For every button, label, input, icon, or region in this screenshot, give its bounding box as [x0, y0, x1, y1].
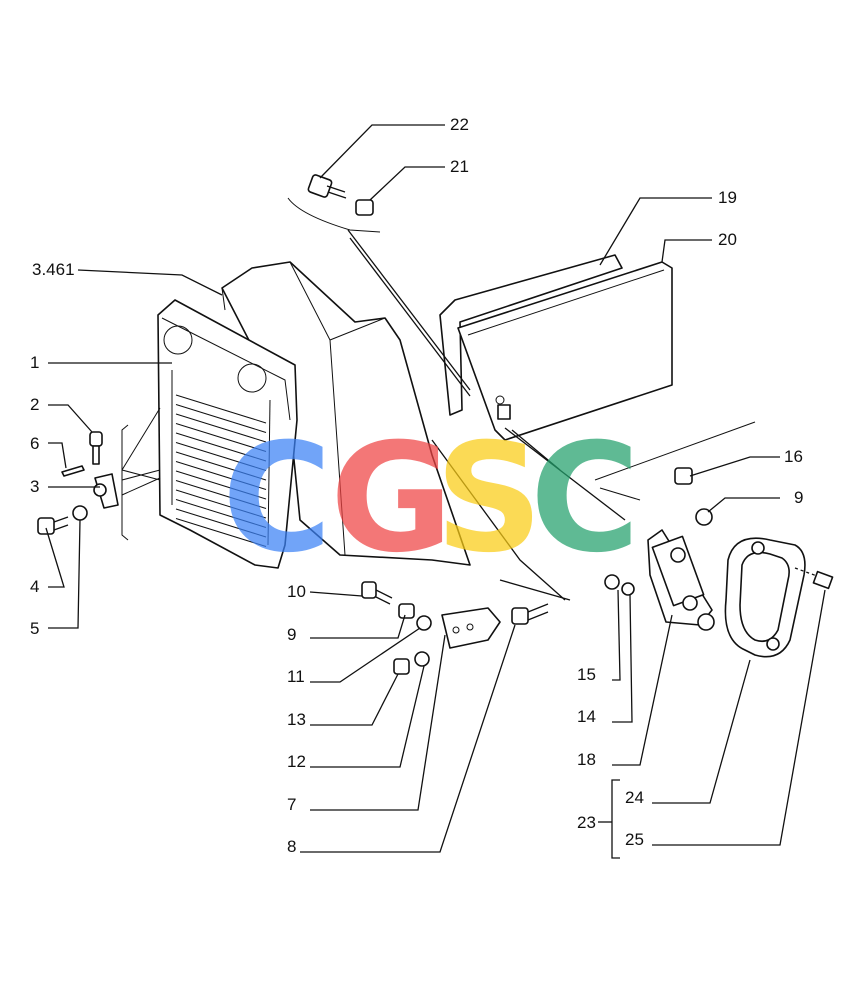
watermark-letter-c1: C	[222, 412, 332, 586]
callout-9-left: 9	[287, 625, 296, 644]
watermark-letter-g: G	[330, 412, 453, 586]
watermark-letter-s: S	[435, 412, 543, 586]
grille-panel	[157, 299, 298, 569]
callout-2: 2	[30, 395, 39, 414]
callout-4: 4	[30, 577, 39, 596]
callout-14: 14	[577, 707, 596, 726]
callout-20: 20	[718, 230, 737, 249]
callout-25: 25	[625, 830, 644, 849]
callout-1: 1	[30, 353, 39, 372]
watermark-logo: C G S C	[222, 412, 640, 586]
grille-slat	[175, 404, 267, 433]
callout-labels: 3.461 1 2 6 3 4 5 22 21 19 20 16 9 10 9 …	[30, 115, 803, 856]
callout-19: 19	[718, 188, 737, 207]
grille-slat	[175, 394, 267, 424]
callout-3: 3	[30, 477, 39, 496]
callout-23: 23	[577, 813, 596, 832]
callout-10: 10	[287, 582, 306, 601]
callout-21: 21	[450, 157, 469, 176]
grille-slats	[175, 394, 267, 547]
callout-11: 11	[287, 667, 305, 686]
callout-5: 5	[30, 619, 39, 638]
grille-slat	[175, 461, 267, 490]
callout-22: 22	[450, 115, 469, 134]
hardware	[37, 174, 713, 675]
grille-slat	[175, 489, 267, 519]
callout-8: 8	[287, 837, 296, 856]
callout-3461: 3.461	[32, 260, 75, 279]
hood-cover	[221, 261, 471, 566]
grille-slat	[175, 518, 267, 547]
callout-15: 15	[577, 665, 596, 684]
grille-slat	[175, 432, 267, 462]
grille-slat	[175, 470, 267, 500]
grille-slat	[175, 499, 267, 528]
callout-6: 6	[30, 434, 39, 453]
grille-slat	[175, 480, 267, 509]
handle-frame	[724, 537, 834, 658]
callout-24: 24	[625, 788, 644, 807]
grille-slat	[175, 423, 267, 452]
grille-slat	[175, 442, 267, 471]
callout-7: 7	[287, 795, 296, 814]
latch-plate	[647, 529, 715, 631]
callout-18: 18	[577, 750, 596, 769]
callout-9-right: 9	[794, 488, 803, 507]
watermark-letter-c2: C	[530, 412, 640, 586]
grille-slat	[175, 451, 267, 481]
callout-12: 12	[287, 752, 306, 771]
grille-slat	[175, 508, 267, 538]
grille-slat	[175, 413, 267, 443]
leader-lines	[45, 124, 826, 859]
callout-16: 16	[784, 447, 803, 466]
callout-13: 13	[287, 710, 306, 729]
